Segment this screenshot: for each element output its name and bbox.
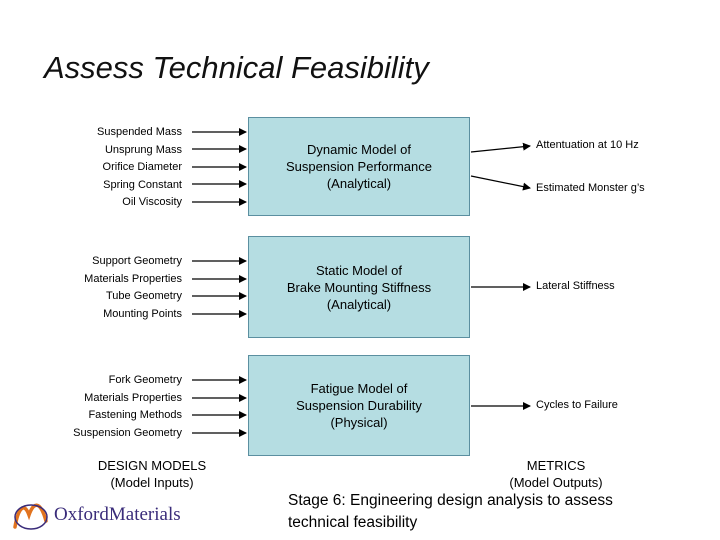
output-label: Attentuation at 10 Hz	[536, 139, 639, 151]
static-model-box: Static Model of Brake Mounting Stiffness…	[248, 236, 470, 338]
model-line: Suspension Durability	[296, 398, 422, 413]
stage-statement: Stage 6: Engineering design analysis to …	[288, 490, 708, 534]
output-label: Cycles to Failure	[536, 399, 618, 411]
model-line: Brake Mounting Stiffness	[286, 279, 432, 295]
model-line: Dynamic Model of	[306, 142, 412, 157]
input-label: Materials Properties	[84, 272, 182, 285]
input-label: Fastening Methods	[88, 409, 182, 421]
model-line: Fatigue Model of	[310, 381, 408, 396]
model-line: (Analytical)	[326, 296, 392, 312]
design-models-caption: DESIGN MODELS (Model Inputs)	[72, 457, 232, 491]
dynamic-model-box: Dynamic Model of Suspension Performance …	[248, 117, 470, 216]
stage-line: technical feasibility	[288, 514, 418, 531]
caption-line: METRICS	[526, 458, 586, 473]
input-label: Mounting Points	[103, 307, 182, 320]
input-list-fatigue: Fork Geometry Materials Properties Faste…	[73, 372, 182, 442]
output-label: Lateral Stiffness	[536, 280, 615, 292]
model-line: (Analytical)	[326, 176, 392, 191]
page-title: Assess Technical Feasibility	[44, 50, 429, 85]
caption-line: (Model Inputs)	[110, 475, 194, 490]
model-line: Suspension Performance	[286, 159, 432, 174]
oxford-materials-logo: OxfordMaterials	[12, 497, 181, 533]
caption-line: (Model Outputs)	[509, 475, 603, 490]
metrics-caption: METRICS (Model Outputs)	[486, 457, 626, 491]
output-arrow	[470, 142, 531, 153]
logo-word-materials: Materials	[108, 504, 181, 525]
input-label: Oil Viscosity	[122, 196, 182, 208]
input-list-static: Support Geometry Materials Properties Tu…	[84, 253, 182, 323]
fatigue-model-box: Fatigue Model of Suspension Durability (…	[248, 355, 470, 456]
stage-line: Stage 6: Engineering design analysis to …	[288, 492, 613, 509]
input-label: Unsprung Mass	[104, 143, 182, 156]
input-label: Tube Geometry	[105, 290, 182, 302]
input-label: Orifice Diameter	[102, 161, 182, 173]
caption-line: DESIGN MODELS	[97, 458, 207, 473]
logo-word-oxford: Oxford	[54, 504, 109, 525]
model-line: Static Model of	[315, 262, 402, 278]
output-arrow	[470, 175, 531, 191]
input-label: Suspended Mass	[97, 126, 182, 138]
input-list-dynamic: Suspended Mass Unsprung Mass Orifice Dia…	[97, 124, 182, 212]
logo-wordmark: OxfordMaterials	[54, 504, 181, 526]
oxford-materials-logo-icon	[13, 503, 48, 530]
output-label: Estimated Monster g’s	[536, 182, 645, 194]
model-line: (Physical)	[330, 415, 388, 430]
input-label: Support Geometry	[92, 255, 182, 267]
input-label: Fork Geometry	[108, 374, 182, 386]
input-label: Spring Constant	[103, 178, 182, 191]
input-label: Suspension Geometry	[73, 426, 182, 439]
input-label: Materials Properties	[84, 391, 182, 404]
